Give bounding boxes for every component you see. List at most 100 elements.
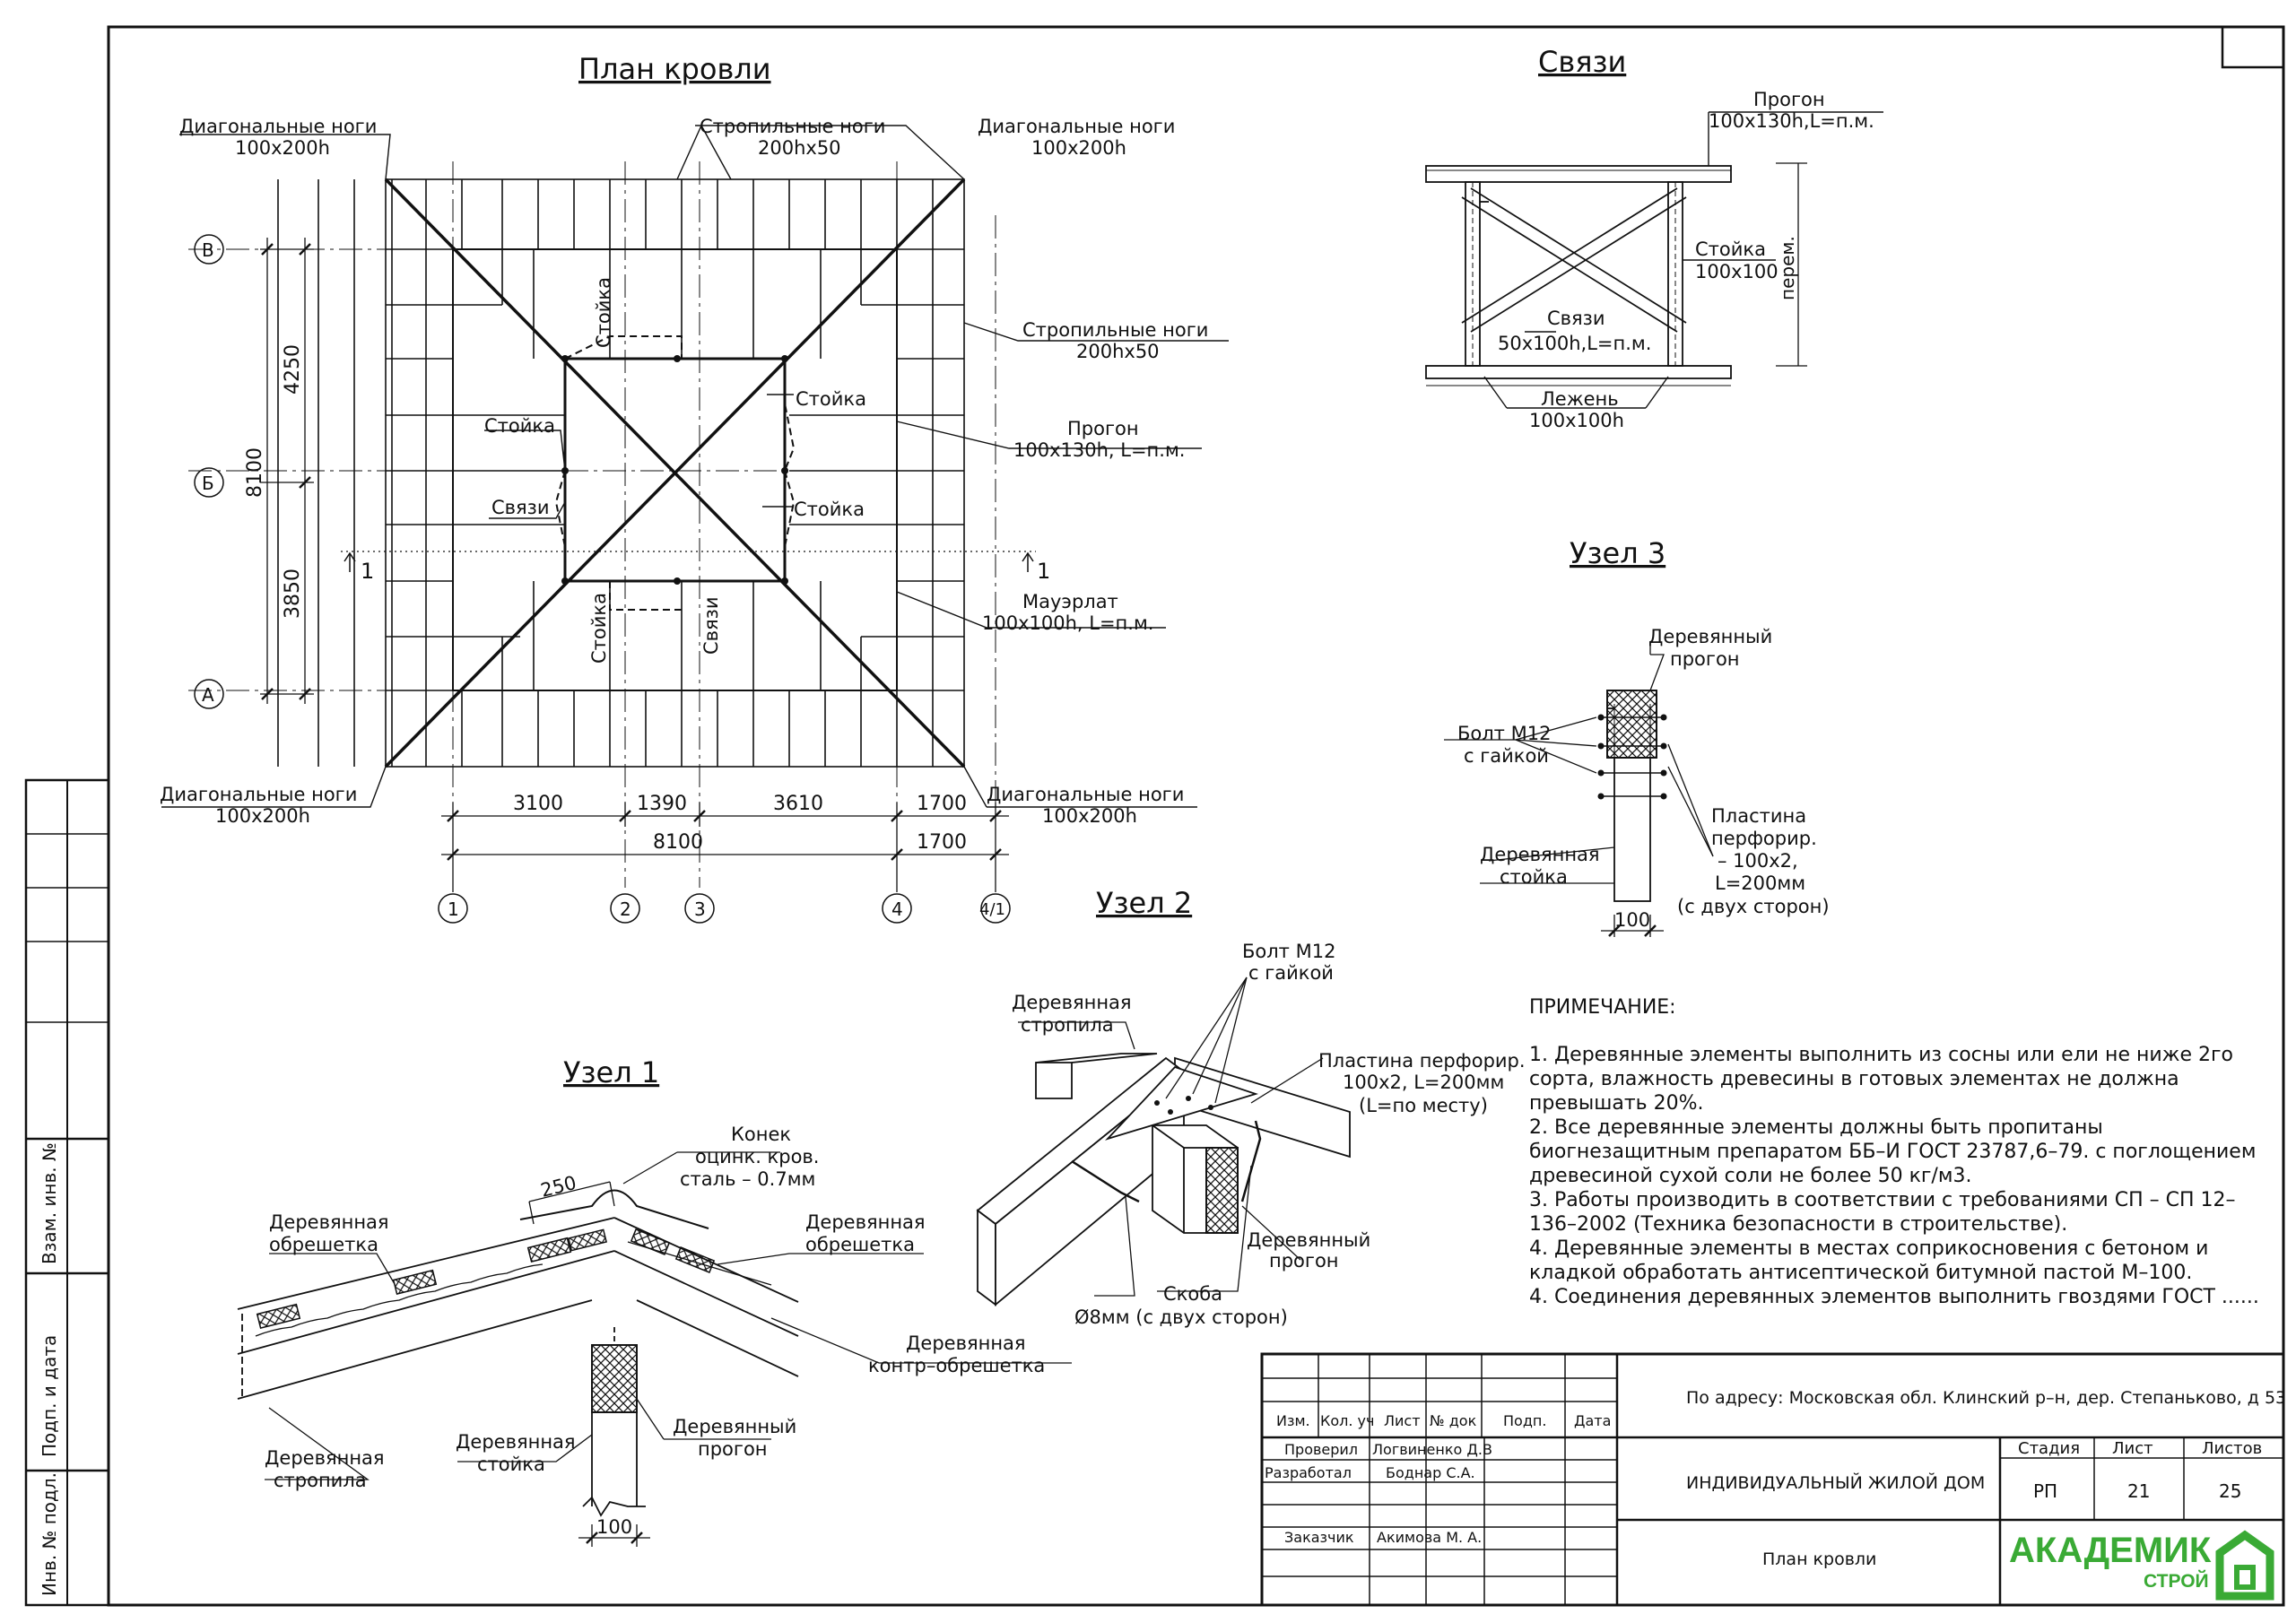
dim-h-3610: 3610 bbox=[773, 793, 823, 815]
label-diag-bl-2: 100x200h bbox=[215, 805, 310, 827]
label-purlin-1: Прогон bbox=[1067, 418, 1139, 439]
stamp-object: ИНДИВИДУАЛЬНЫЙ ЖИЛОЙ ДОМ bbox=[1686, 1472, 1985, 1493]
label-diag-tl-2: 100x200h bbox=[235, 137, 330, 159]
title-block-cols: Изм. Кол. уч Лист № док Подп. Дата bbox=[1276, 1412, 1611, 1429]
uzel1-post-2: стойка bbox=[477, 1454, 545, 1475]
dim-v-8100: 8100 bbox=[244, 447, 266, 498]
uzel3-plate-4: L=200мм bbox=[1715, 872, 1805, 894]
uzel1-counter-1: Деревянная bbox=[906, 1332, 1026, 1354]
label-stoyka-5: Стойка bbox=[588, 593, 610, 664]
uzel3-purlin-2: прогон bbox=[1670, 648, 1740, 670]
label-rafters-top-1: Стропильные ноги bbox=[700, 116, 885, 137]
svyazi-stoyka-2: 100x100 bbox=[1695, 261, 1779, 282]
roof-plan-title: План кровли bbox=[578, 52, 771, 86]
uzel2-clamp-2: Ø8мм (с двух сторон) bbox=[1074, 1306, 1288, 1328]
stamp-checked-name: Логвиненко Д.В bbox=[1372, 1441, 1492, 1458]
svyazi-perem: перем. bbox=[1777, 236, 1798, 300]
uzel1-purlin-1: Деревянный bbox=[673, 1416, 796, 1437]
uzel2-purlin-2: прогон bbox=[1269, 1250, 1339, 1271]
uzel1-lath-r-1: Деревянная bbox=[805, 1211, 926, 1233]
svyazi-stoyka-1: Стойка bbox=[1695, 239, 1766, 260]
uzel2-title: Узел 2 bbox=[1096, 886, 1192, 920]
note-item-3: 3. Работы производить в соответствии с т… bbox=[1529, 1189, 2236, 1236]
uzel3-post-1: Деревянная bbox=[1480, 844, 1600, 865]
axis-col-1: 1 bbox=[448, 898, 459, 920]
uzel1-lath-l-1: Деревянная bbox=[269, 1211, 389, 1233]
stamp-sheet-label: Лист bbox=[2112, 1439, 2153, 1458]
label-purlin-2: 100x130h, L=п.м. bbox=[1013, 439, 1185, 461]
svyazi-purlin-2: 100x130h,L=п.м. bbox=[1709, 110, 1874, 132]
uzel2-plate-3: (L=по месту) bbox=[1359, 1095, 1488, 1116]
label-diag-br-2: 100x200h bbox=[1042, 805, 1137, 827]
dim-v-4250: 4250 bbox=[282, 344, 304, 395]
uzel1-ridge-1: Конек bbox=[731, 1124, 791, 1145]
uzel1-ridge-3: сталь – 0.7мм bbox=[680, 1168, 815, 1190]
notes-block: ПРИМЕЧАНИЕ: 1. Деревянные элементы выпол… bbox=[1529, 995, 2274, 1309]
stamp-stage: РП bbox=[2033, 1480, 2057, 1502]
label-svyazi-2: Связи bbox=[700, 597, 722, 655]
uzel2-purlin-1: Деревянный bbox=[1247, 1229, 1370, 1251]
axis-col-2: 2 bbox=[620, 898, 631, 920]
svyazi-detail-title: Связи bbox=[1538, 45, 1626, 79]
dim-h-8100: 8100 bbox=[653, 831, 703, 854]
label-mauerlat-2: 100x100h, L=п.м. bbox=[982, 612, 1153, 634]
uzel2-bolt-2: с гайкой bbox=[1248, 962, 1334, 984]
note-item-1: 1. Деревянные элементы выполнить из сосн… bbox=[1529, 1044, 2234, 1115]
stamp-customer-label: Заказчик bbox=[1284, 1529, 1354, 1546]
uzel3-plate-5: (с двух сторон) bbox=[1677, 896, 1830, 917]
stamp-address: По адресу: Московская обл. Клинский р–н,… bbox=[1686, 1388, 2286, 1408]
dim-h-1700a: 1700 bbox=[917, 793, 967, 815]
svyazi-lezhen-1: Лежень bbox=[1541, 388, 1619, 410]
note-item-5: 4. Соединения деревянных элементов выпол… bbox=[1529, 1286, 2259, 1308]
label-rafters-top-2: 200hx50 bbox=[758, 137, 841, 159]
uzel1-purlin-2: прогон bbox=[698, 1438, 768, 1460]
uzel3-plate-1: Пластина bbox=[1711, 805, 1806, 827]
stamp-customer-name: Акимова М. А. bbox=[1377, 1529, 1482, 1546]
label-rafters-right-2: 200hx50 bbox=[1076, 341, 1160, 362]
stamp-sheets: 25 bbox=[2219, 1480, 2241, 1502]
axis-col-4-1: 4/1 bbox=[979, 900, 1005, 919]
uzel2-plate-2: 100x2, L=200мм bbox=[1343, 1072, 1504, 1093]
axis-row-a: А bbox=[202, 684, 214, 706]
stamp-developed-label: Разработал bbox=[1265, 1464, 1352, 1481]
uzel3-dim: 100 bbox=[1614, 909, 1650, 931]
stamp-col-izm: Изм. bbox=[1276, 1412, 1310, 1429]
uzel3-plate-3: – 100x2, bbox=[1718, 850, 1798, 872]
roof-plan-drawing bbox=[161, 125, 1229, 924]
stamp-stage-label: Стадия bbox=[2018, 1439, 2080, 1458]
uzel1-dim-post: 100 bbox=[596, 1516, 632, 1538]
section-mark-right: 1 bbox=[1037, 559, 1050, 584]
label-stoyka-3: Стойка bbox=[484, 415, 555, 437]
stamp-col-doc: № док bbox=[1430, 1412, 1477, 1429]
stamp-col-date: Дата bbox=[1574, 1412, 1611, 1429]
svyazi-purlin-1: Прогон bbox=[1753, 89, 1825, 110]
stamp-checked-label: Проверил bbox=[1284, 1441, 1358, 1458]
uzel3-plate-2: перфорир. bbox=[1711, 828, 1817, 849]
uzel2-clamp-1: Скоба bbox=[1163, 1283, 1222, 1305]
section-mark-left: 1 bbox=[361, 559, 374, 584]
stamp-col-sign: Подп. bbox=[1503, 1412, 1546, 1429]
title-block bbox=[1260, 1352, 2285, 1607]
uzel2-rafter-2: стропила bbox=[1021, 1014, 1114, 1036]
svyazi-lezhen-2: 100x100h bbox=[1529, 410, 1624, 431]
label-stoyka-1: Стойка bbox=[593, 277, 614, 348]
uzel1-counter-2: контр–обрешетка bbox=[868, 1355, 1045, 1376]
dim-v-3850: 3850 bbox=[282, 568, 304, 619]
notes-heading: ПРИМЕЧАНИЕ: bbox=[1529, 996, 1676, 1019]
uzel2-drawing bbox=[976, 976, 1351, 1306]
dim-h-1390: 1390 bbox=[637, 793, 687, 815]
axis-row-b: Б bbox=[202, 473, 214, 494]
label-diag-tr-2: 100x200h bbox=[1031, 137, 1126, 159]
dim-h-1700b: 1700 bbox=[917, 831, 967, 854]
uzel1-lath-l-2: обрешетка bbox=[269, 1234, 378, 1255]
sheet-frame bbox=[24, 25, 2285, 1607]
uzel1-dim-250: 250 bbox=[538, 1172, 578, 1202]
note-item-4: 4. Деревянные элементы в местах соприкос… bbox=[1529, 1237, 2209, 1284]
uzel3-purlin-1: Деревянный bbox=[1648, 626, 1772, 647]
logo-main-text: АКАДЕМИК bbox=[2009, 1531, 2212, 1570]
label-stoyka-4: Стойка bbox=[794, 499, 865, 520]
uzel3-drawing bbox=[1444, 641, 1714, 937]
svyazi-svyazi-2: 50x100h,L=п.м. bbox=[1498, 333, 1651, 354]
axis-row-v: В bbox=[202, 239, 214, 261]
